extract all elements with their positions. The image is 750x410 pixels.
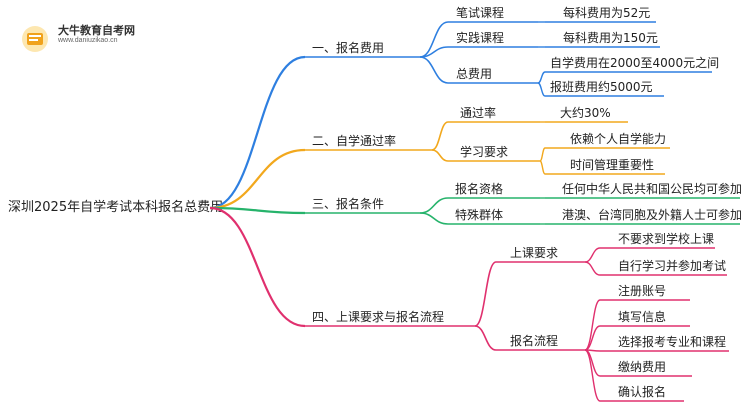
- leaf-topic: 每科费用为150元: [563, 30, 658, 45]
- subtopic-connector: [474, 261, 497, 327]
- branch-connector: [209, 206, 306, 215]
- site-name: 大牛教育自考网: [58, 24, 135, 37]
- leaf-connector: [539, 147, 546, 162]
- site-logo: 大牛教育自考网 www.daniuzikao.cn: [14, 20, 204, 60]
- leaf-topic: 港澳、台湾同胞及外籍人士可参加: [562, 207, 742, 222]
- subtopic: 笔试课程: [456, 5, 504, 20]
- subtopic: 报名流程: [510, 333, 558, 348]
- leaf-connector: [584, 247, 601, 263]
- site-url: www.daniuzikao.cn: [58, 37, 118, 44]
- branch-connector: [209, 148, 306, 210]
- leaf-topic: 注册账号: [618, 283, 666, 298]
- subtopic: 特殊群体: [455, 207, 503, 222]
- branch-connector: [209, 206, 306, 328]
- leaf-topic: 确认报名: [618, 384, 666, 399]
- leaf-topic: 任何中华人民共和国公民均可参加: [562, 181, 742, 196]
- subtopic: 总费用: [456, 67, 492, 81]
- book-icon: [22, 26, 48, 52]
- leaf-topic: 自行学习并参加考试: [618, 258, 726, 273]
- subtopic: 上课要求: [510, 246, 558, 260]
- leaf-connector: [539, 160, 546, 175]
- branch-topic: 三、报名条件: [312, 196, 384, 211]
- leaf-connector: [537, 82, 546, 97]
- leaf-topic: 不要求到学校上课: [618, 231, 714, 246]
- branch-topic: 二、自学通过率: [312, 133, 396, 148]
- subtopic-connector: [431, 149, 449, 162]
- branch-connector: [209, 55, 306, 210]
- subtopic-connector: [419, 56, 449, 84]
- root-topic: 深圳2025年自学考试本科报名总费用: [8, 199, 223, 215]
- leaf-connector: [584, 349, 601, 402]
- leaf-topic: 报班费用约5000元: [550, 79, 653, 94]
- leaf-topic: 选择报考专业和课程: [618, 334, 726, 349]
- subtopic-connector: [419, 197, 449, 214]
- branch-topic: 四、上课要求与报名流程: [312, 309, 444, 324]
- leaf-topic: 缴纳费用: [618, 359, 666, 374]
- subtopic: 实践课程: [456, 30, 504, 45]
- subtopic: 报名资格: [455, 181, 503, 196]
- leaf-topic: 时间管理重要性: [570, 157, 654, 172]
- leaf-connector: [584, 261, 601, 276]
- leaf-topic: 大约30%: [560, 105, 611, 120]
- branch-topic: 一、报名费用: [312, 40, 384, 55]
- leaf-topic: 每科费用为52元: [563, 5, 650, 20]
- leaf-topic: 依赖个人自学能力: [570, 131, 666, 146]
- leaf-connector: [584, 299, 601, 351]
- subtopic-connector: [474, 325, 497, 351]
- subtopic: 学习要求: [460, 144, 508, 159]
- subtopic: 通过率: [460, 105, 496, 120]
- leaf-connector: [584, 325, 601, 351]
- leaf-topic: 自学费用在2000至4000元之间: [550, 55, 719, 70]
- subtopic-connector: [419, 212, 449, 225]
- leaf-connector: [537, 71, 546, 84]
- leaf-topic: 填写信息: [618, 309, 666, 324]
- subtopic-connector: [431, 121, 449, 151]
